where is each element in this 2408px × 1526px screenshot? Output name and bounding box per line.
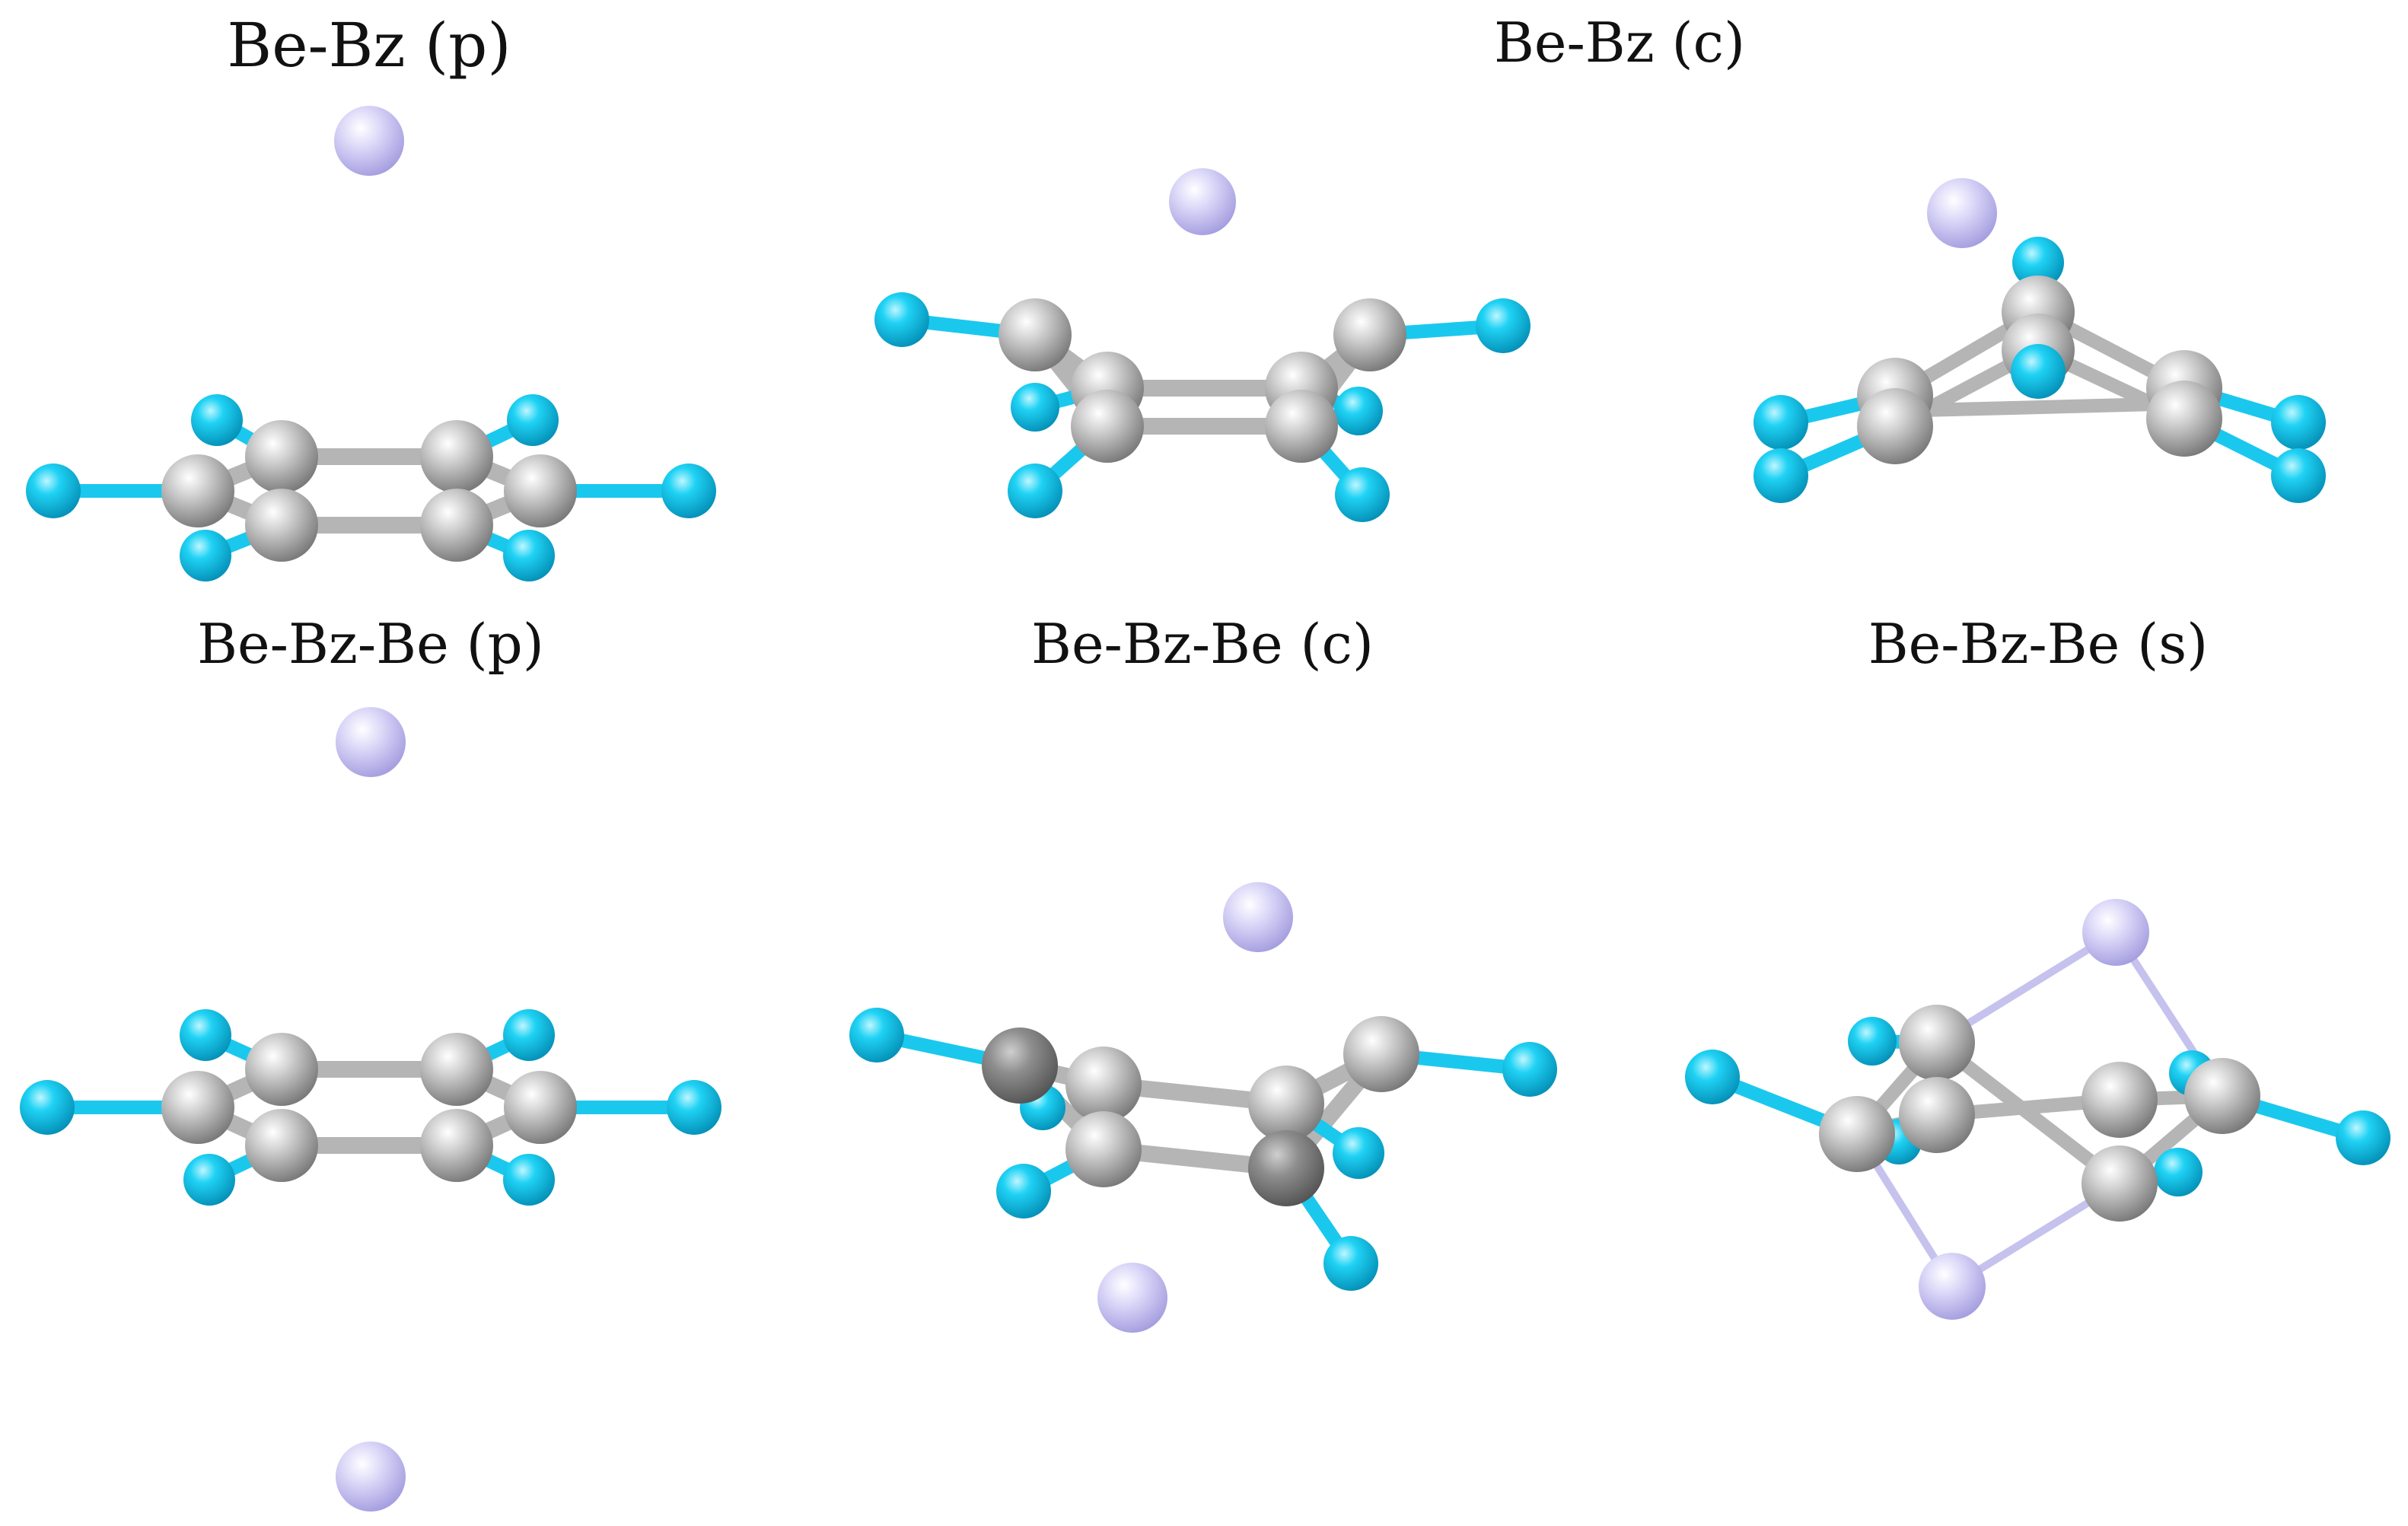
label-be-bz-be-c: Be-Bz-Be (c)	[1031, 612, 1374, 676]
label-be-bz-c: Be-Bz (c)	[1493, 11, 1746, 75]
label-be-bz-be-s: Be-Bz-Be (s)	[1868, 612, 2209, 676]
molecule-be-bz-p	[26, 106, 716, 581]
molecule-be-bz-be-p	[20, 707, 721, 1512]
molecule-be-bz-be-c	[849, 882, 1557, 1333]
label-be-bz-be-p: Be-Bz-Be (p)	[197, 612, 544, 676]
label-be-bz-p: Be-Bz (p)	[227, 10, 511, 81]
molecule-be-bz-be-s	[1685, 899, 2390, 1320]
molecule-be-bz-c-view-1	[874, 168, 1530, 522]
molecule-be-bz-c-view-2	[1753, 178, 2326, 503]
